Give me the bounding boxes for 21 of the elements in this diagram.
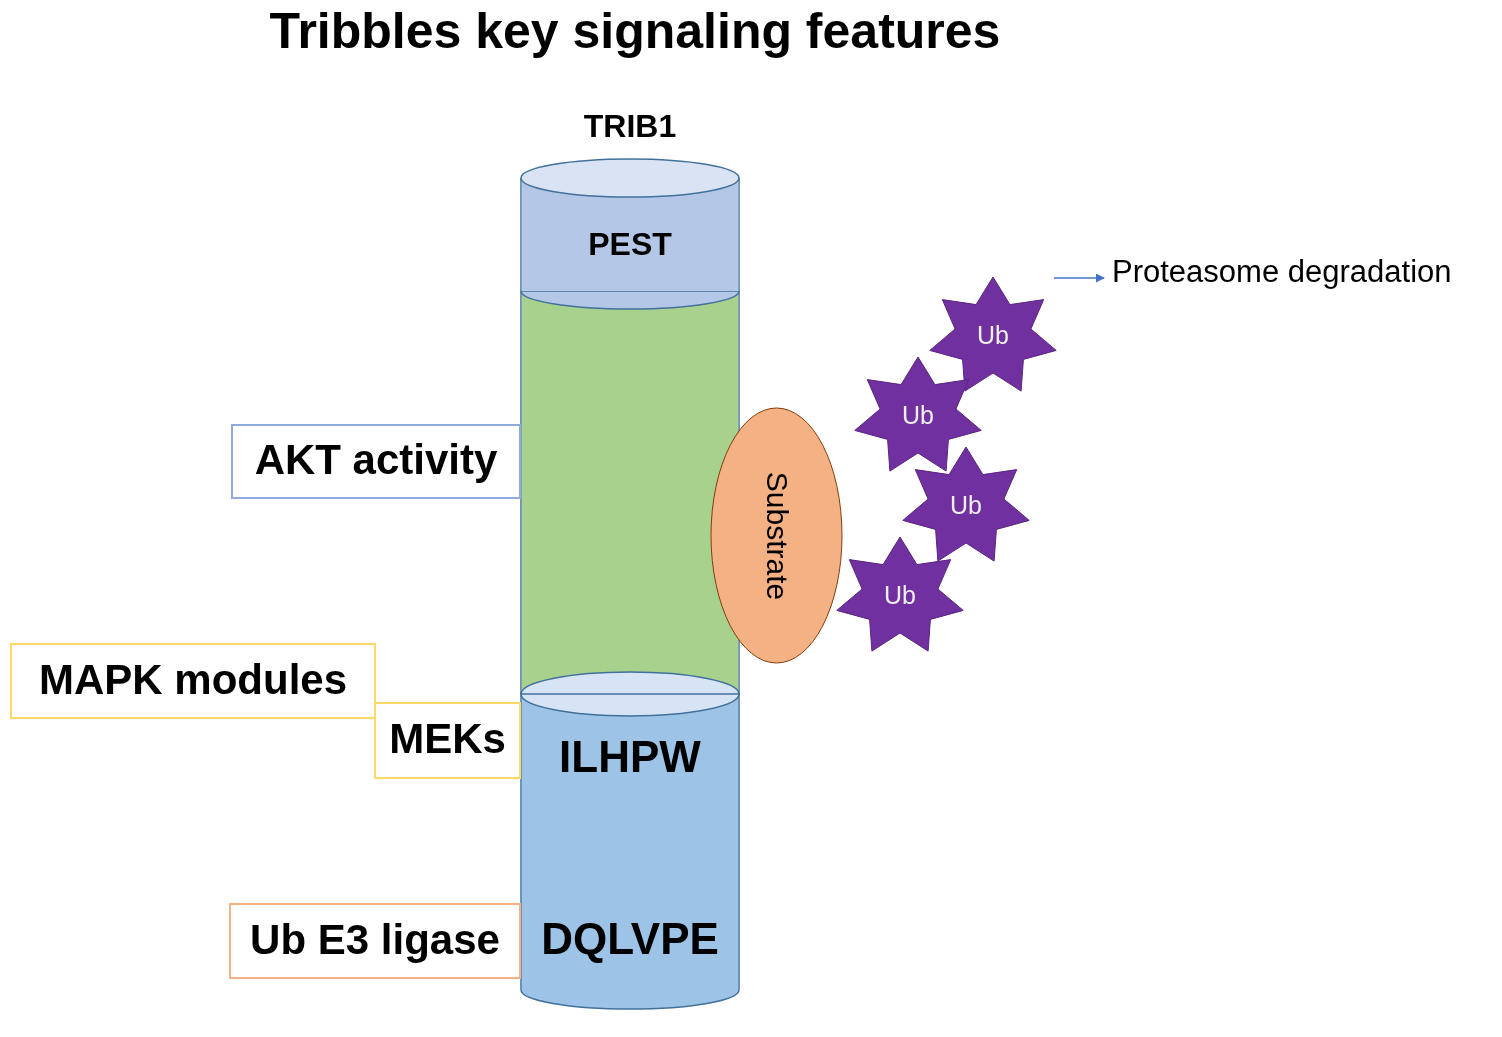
feature-label: Ub E3 ligase	[249, 915, 501, 964]
ubiquitin-label: Ub	[949, 491, 983, 520]
domain-label: ILHPW	[558, 731, 702, 782]
outcome-label: Proteasome degradation	[1112, 254, 1502, 298]
ubiquitin-label: Ub	[883, 581, 917, 610]
feature-box	[10, 643, 376, 719]
substrate-ellipse	[710, 407, 843, 664]
domain-label: DQLVPE	[540, 913, 720, 964]
feature-box	[231, 424, 521, 499]
substrate-label: Substrate	[759, 471, 794, 600]
domain-label: PEST	[587, 225, 673, 263]
ubiquitin-label: Ub	[976, 321, 1010, 350]
ubiquitin-label: Ub	[901, 401, 935, 430]
feature-label: MEKs	[388, 715, 507, 764]
feature-box	[374, 702, 521, 779]
arrow	[1053, 273, 1105, 283]
diagram-title: Tribbles key signaling features	[268, 2, 1002, 60]
column-heading: TRIB1	[582, 108, 678, 145]
feature-box	[229, 903, 521, 979]
feature-label: AKT activity	[253, 436, 499, 485]
feature-label: MAPK modules	[38, 655, 348, 704]
